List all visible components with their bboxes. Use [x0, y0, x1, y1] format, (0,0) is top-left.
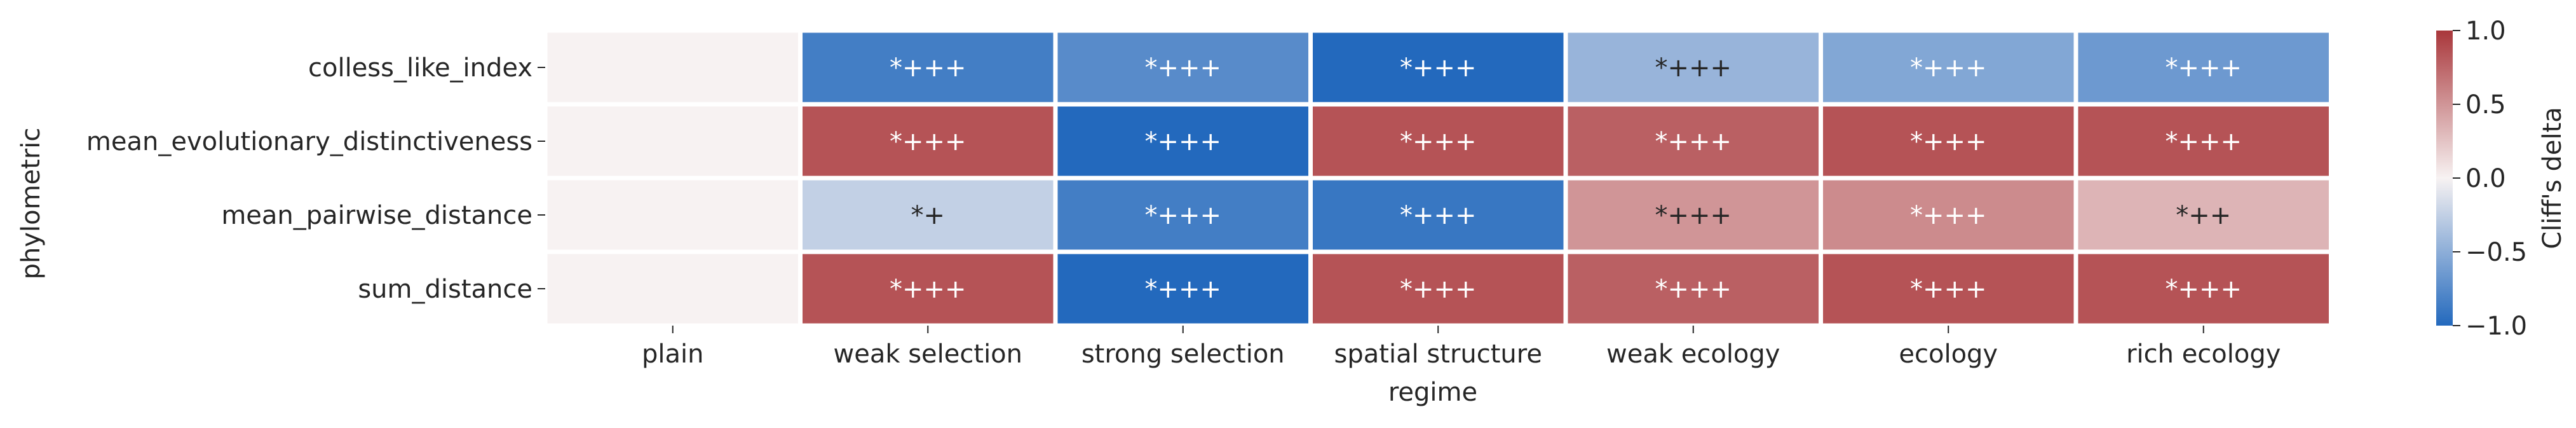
- heatmap-cell: [803, 106, 1054, 176]
- cell-annotation: *+++: [890, 127, 966, 156]
- cell-annotation: *+++: [1144, 201, 1221, 230]
- colorbar-ticks: 1.0 0.5 0.0 −0.5 −1.0: [2453, 17, 2527, 341]
- heatmap-cell: [2078, 32, 2329, 102]
- heatmap-cell: [1057, 180, 1308, 250]
- heatmap-cell: [1823, 32, 2074, 102]
- cell-annotation: *+++: [1655, 201, 1732, 230]
- heatmap-cell: [1313, 180, 1564, 250]
- cell-annotation: *+++: [1144, 127, 1221, 156]
- heatmap-cell: [2078, 254, 2329, 324]
- heatmap-cell: [2078, 106, 2329, 176]
- x-tick-label: weak ecology: [1606, 340, 1780, 369]
- cell-annotation: *+++: [1144, 53, 1221, 83]
- heatmap-cell: [1057, 254, 1308, 324]
- cell-annotation: *+++: [1144, 275, 1221, 304]
- colorbar-label: Cliff's delta: [2538, 107, 2567, 249]
- colorbar-tick-label: 0.0: [2465, 164, 2506, 193]
- heatmap-cell: [1568, 32, 1819, 102]
- heatmap-cell: [1568, 106, 1819, 176]
- colorbar-tick-label: −0.5: [2465, 238, 2527, 267]
- colorbar-tick-label: 0.5: [2465, 90, 2506, 120]
- y-axis: colless_like_index mean_evolutionary_dist…: [86, 53, 545, 304]
- x-axis: plain weak selection strong selection spati…: [642, 326, 2281, 369]
- cell-annotation: *+++: [1400, 275, 1477, 304]
- cell-annotation: *+++: [1910, 201, 1987, 230]
- cell-annotation: *+++: [890, 53, 966, 83]
- heatmap-cell: [1823, 180, 2074, 250]
- heatmap-cell: [803, 32, 1054, 102]
- cell-annotation: *+++: [2165, 275, 2242, 304]
- heatmap-cell: [803, 180, 1054, 250]
- colorbar-tick-label: 1.0: [2465, 17, 2506, 46]
- cell-annotation: *+++: [2165, 53, 2242, 83]
- heatmap-cell-annotations: *+++ *+++ *+++ *+++ *+++ *+++ *+++ *+++ *+++ *+++…: [890, 53, 2242, 304]
- colorbar-gradient: [2436, 31, 2453, 326]
- cell-annotation: *+++: [1910, 53, 1987, 83]
- y-tick-label: colless_like_index: [308, 53, 532, 83]
- heatmap-cell: [547, 254, 798, 324]
- x-tick-label: weak selection: [834, 340, 1023, 369]
- heatmap-cell: [1313, 106, 1564, 176]
- cell-annotation: *+++: [1400, 127, 1477, 156]
- heatmap-cell: [547, 106, 798, 176]
- heatmap-cell: [1823, 254, 2074, 324]
- cell-annotation: *+++: [1400, 201, 1477, 230]
- x-tick-label: plain: [642, 340, 703, 369]
- heatmap-cell: [547, 180, 798, 250]
- colorbar-tick-label: −1.0: [2465, 312, 2527, 341]
- cell-annotation: *+++: [890, 275, 966, 304]
- cell-annotation: *+++: [1910, 275, 1987, 304]
- cell-annotation: *+: [911, 201, 945, 230]
- cell-annotation: *++: [2176, 201, 2231, 230]
- heatmap-cell: [803, 254, 1054, 324]
- x-axis-label: regime: [1388, 378, 1477, 407]
- cell-annotation: *+++: [1910, 127, 1987, 156]
- heatmap-cell: [1313, 32, 1564, 102]
- y-tick-label: mean_pairwise_distance: [221, 201, 532, 230]
- y-tick-label: mean_evolutionary_distinctiveness: [86, 127, 532, 156]
- x-tick-label: strong selection: [1081, 340, 1285, 369]
- x-tick-label: ecology: [1899, 340, 1998, 369]
- heatmap-cell: [2078, 180, 2329, 250]
- heatmap-cell: [1823, 106, 2074, 176]
- heatmap-cell: [547, 32, 798, 102]
- y-tick-label: sum_distance: [358, 275, 532, 304]
- x-tick-label: rich ecology: [2126, 340, 2281, 369]
- heatmap-cell: [1057, 32, 1308, 102]
- y-axis-label: phylometric: [17, 128, 46, 280]
- x-tick-label: spatial structure: [1334, 340, 1542, 369]
- heatmap-cell: [1057, 106, 1308, 176]
- cell-annotation: *+++: [1400, 53, 1477, 83]
- cell-annotation: *+++: [1655, 127, 1732, 156]
- colorbar: 1.0 0.5 0.0 −0.5 −1.0 Cliff's delta: [2436, 17, 2567, 341]
- cell-annotation: *+++: [1655, 275, 1732, 304]
- cell-annotation: *+++: [2165, 127, 2242, 156]
- heatmap-cell: [1568, 180, 1819, 250]
- heatmap-cell: [1568, 254, 1819, 324]
- heatmap-cell: [1313, 254, 1564, 324]
- heatmap-cells: [547, 32, 2329, 324]
- cell-annotation: *+++: [1655, 53, 1732, 83]
